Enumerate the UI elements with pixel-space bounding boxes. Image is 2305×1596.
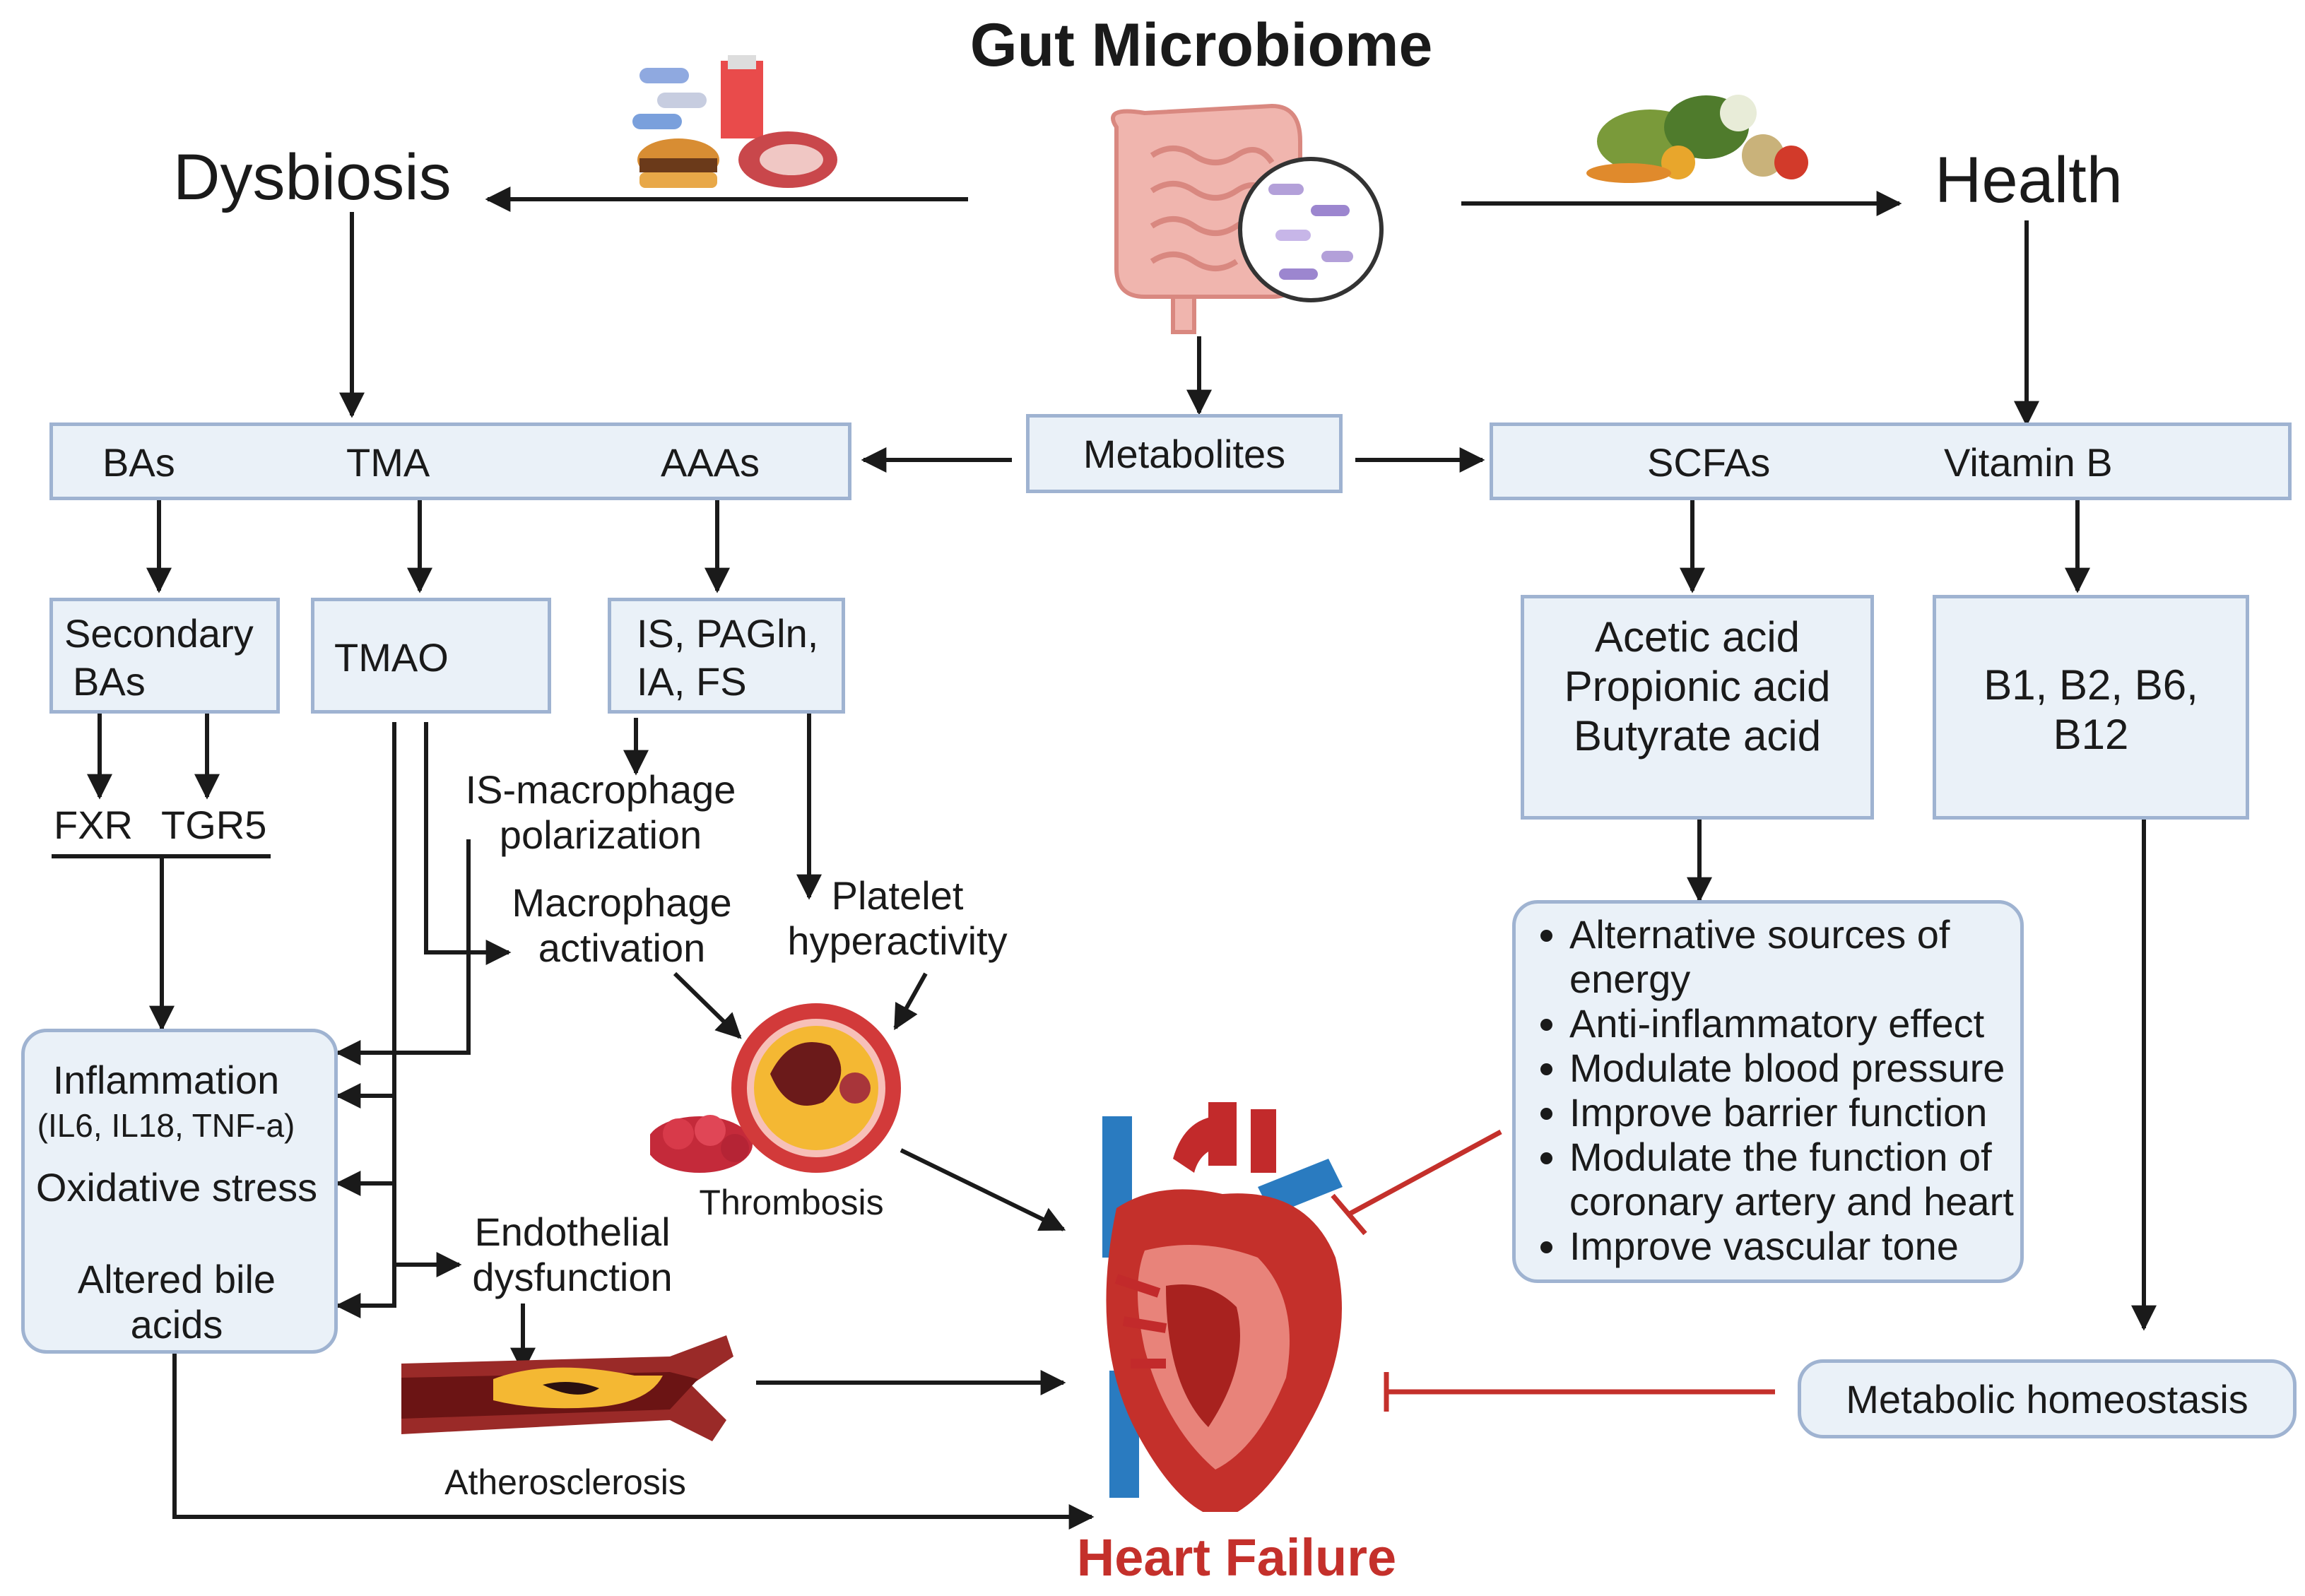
inflammation-sub: (IL6, IL18, TNF-a) <box>37 1107 295 1144</box>
metabolites-label: Metabolites <box>1083 432 1286 476</box>
tgr5-label: TGR5 <box>161 803 267 847</box>
benefit-item: Improve barrier function <box>1569 1090 2014 1135</box>
benefit-item: Anti-inflammatory effect <box>1569 1001 2014 1046</box>
secondary-bas-line1: Secondary <box>64 611 254 656</box>
platelet-label: Platelet hyperactivity <box>777 873 1018 964</box>
is-pagln-box: IS, PAGln, IA, FS <box>608 598 845 714</box>
endothelial-line2: dysfunction <box>472 1255 673 1299</box>
healthy-food-icon <box>1586 95 1808 183</box>
metabolic-homeostasis-box: Metabolic homeostasis <box>1798 1359 2297 1438</box>
vitamins-line2: B12 <box>2053 711 2129 758</box>
scfa-acids-box: Acetic acid Propionic acid Butyrate acid <box>1521 595 1874 820</box>
health-metabolites-box: SCFAs Vitamin B <box>1490 422 2292 500</box>
health-label: Health <box>1935 144 2123 216</box>
macrophage-activation-line2: activation <box>538 926 706 970</box>
secondary-bas-line2: BAs <box>73 659 146 704</box>
is-macrophage-line2: polarization <box>499 812 702 857</box>
thrombosis-label: Thrombosis <box>699 1183 884 1222</box>
benefit-item: Modulate blood pressure <box>1569 1046 2014 1090</box>
altered-bile-line1: Altered bile <box>77 1257 276 1301</box>
is-line2: IA, FS <box>637 659 747 704</box>
thrombosis-icon <box>650 1003 901 1173</box>
heart-icon <box>1102 1102 1343 1512</box>
atherosclerosis-label: Atherosclerosis <box>444 1462 686 1502</box>
bas-label: BAs <box>102 440 175 485</box>
endothelial-line1: Endothelial <box>474 1210 671 1254</box>
macrophage-activation-label: Macrophage activation <box>502 880 742 971</box>
altered-bile-line2: acids <box>130 1302 223 1347</box>
page-title: Gut Microbiome <box>969 11 1433 79</box>
tmao-box: TMAO <box>311 598 551 714</box>
fxr-label: FXR <box>54 803 133 847</box>
inflammation-box: Inflammation (IL6, IL18, TNF-a) Oxidativ… <box>21 1029 338 1354</box>
vitamins-box: B1, B2, B6, B12 <box>1933 595 2249 820</box>
vitamins-line1: B1, B2, B6, <box>1983 661 2198 709</box>
tma-label: TMA <box>346 440 430 485</box>
is-line1: IS, PAGln, <box>637 611 819 656</box>
platelet-line1: Platelet <box>831 873 964 918</box>
tmao-label: TMAO <box>334 635 449 680</box>
oxidative-stress-label: Oxidative stress <box>35 1165 318 1210</box>
platelet-line2: hyperactivity <box>787 918 1008 963</box>
scfas-label: SCFAs <box>1647 440 1771 485</box>
aaas-label: AAAs <box>661 440 760 485</box>
is-macrophage-line1: IS-macrophage <box>465 767 736 812</box>
heart-failure-label: Heart Failure <box>1076 1528 1397 1587</box>
atherosclerosis-icon <box>401 1335 733 1441</box>
inhibit-benefits <box>1348 1129 1502 1217</box>
macrophage-activation-line1: Macrophage <box>512 880 732 925</box>
metabolic-homeostasis-label: Metabolic homeostasis <box>1846 1377 2248 1421</box>
junk-food-icon <box>632 55 837 188</box>
inflammation-label: Inflammation <box>52 1058 280 1102</box>
is-macrophage-label: IS-macrophage polarization <box>459 767 742 858</box>
propionic-acid: Propionic acid <box>1564 663 1831 710</box>
dysbiosis-metabolites-box: BAs TMA AAAs <box>49 422 851 500</box>
intestine-icon <box>1111 103 1384 334</box>
benefit-item: Improve vascular tone <box>1569 1224 2014 1268</box>
acetic-acid: Acetic acid <box>1594 613 1800 661</box>
endothelial-label: Endothelial dysfunction <box>438 1210 707 1300</box>
secondary-bas-box: Secondary BAs <box>49 598 280 714</box>
metabolites-box: Metabolites <box>1026 414 1343 493</box>
vitamin-b-label: Vitamin B <box>1944 440 2113 485</box>
butyrate-acid: Butyrate acid <box>1573 712 1822 759</box>
dysbiosis-label: Dysbiosis <box>173 141 452 213</box>
